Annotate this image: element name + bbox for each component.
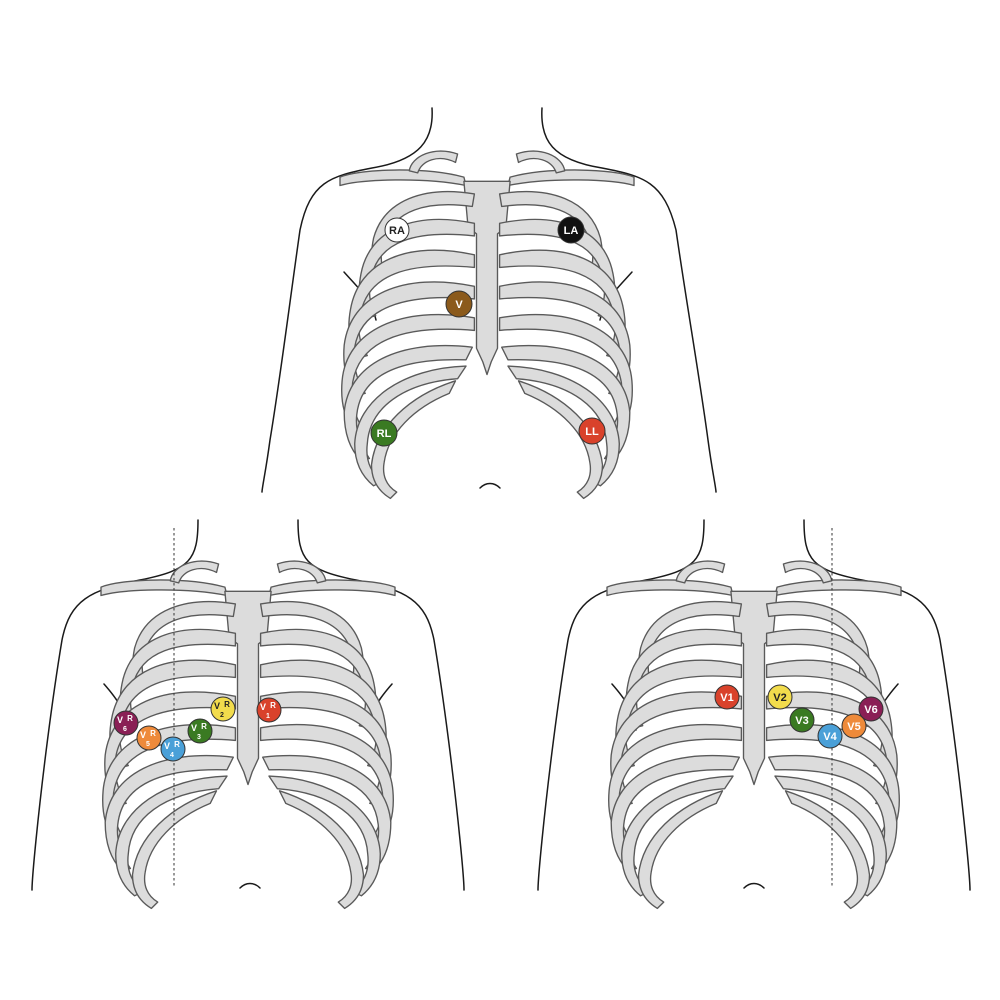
electrode-sup-V1R: R	[270, 701, 276, 710]
torso-outline-top	[261, 107, 717, 493]
electrode-label-LA: LA	[564, 225, 579, 237]
electrode-main-V6R: V	[117, 715, 123, 725]
electrode-sub-V5R: 5	[146, 741, 150, 748]
electrode-V2R: V R 2	[210, 696, 236, 722]
electrode-V6: V6	[858, 696, 884, 722]
electrode-sub-V3R: 3	[197, 734, 201, 741]
panel-right-sided-leads	[31, 519, 465, 908]
electrode-label-V6: V6	[864, 704, 877, 716]
electrode-main-V5R: V	[140, 730, 146, 740]
electrode-V5R: V R 5	[136, 725, 162, 751]
electrode-main-V2R: V	[214, 701, 220, 711]
electrode-sub-V2R: 2	[220, 712, 224, 719]
panel-limb-leads	[261, 107, 717, 498]
electrode-V3R: V R 3	[187, 718, 213, 744]
electrode-sub-V1R: 1	[266, 713, 270, 720]
panel-left-sided-leads	[537, 519, 971, 908]
electrode-sup-V4R: R	[174, 740, 180, 749]
electrode-LL: LL	[578, 417, 606, 445]
electrode-label-V4: V4	[823, 731, 837, 743]
electrode-RL: RL	[370, 419, 398, 447]
electrode-sup-V3R: R	[201, 722, 207, 731]
electrode-V4R: V R 4	[160, 736, 186, 762]
electrode-main-V4R: V	[164, 741, 170, 751]
electrode-LA: LA	[557, 216, 585, 244]
electrode-label-V5: V5	[847, 721, 860, 733]
electrode-sup-V5R: R	[150, 729, 156, 738]
electrode-V: V	[445, 290, 473, 318]
electrode-label-V: V	[455, 299, 463, 311]
electrode-V2: V2	[767, 684, 793, 710]
electrode-sup-V2R: R	[224, 700, 230, 709]
electrode-label-RL: RL	[377, 428, 392, 440]
electrode-sub-V4R: 4	[170, 752, 174, 759]
electrode-sup-V6R: R	[127, 714, 133, 723]
electrode-label-V3: V3	[795, 715, 808, 727]
electrode-RA: RA	[384, 217, 410, 243]
electrode-label-V2: V2	[773, 692, 786, 704]
electrode-V6R: V R 6	[113, 710, 139, 736]
electrode-sub-V6R: 6	[123, 726, 127, 733]
electrode-V3: V3	[789, 707, 815, 733]
electrode-V4: V4	[817, 723, 843, 749]
electrode-main-V3R: V	[191, 723, 197, 733]
electrode-V5: V5	[841, 713, 867, 739]
electrode-V1R: V R 1	[256, 697, 282, 723]
electrode-label-RA: RA	[389, 225, 405, 237]
electrode-label-V1: V1	[720, 692, 733, 704]
electrode-main-V1R: V	[260, 702, 266, 712]
electrode-V1: V1	[714, 684, 740, 710]
electrode-label-LL: LL	[585, 426, 599, 438]
